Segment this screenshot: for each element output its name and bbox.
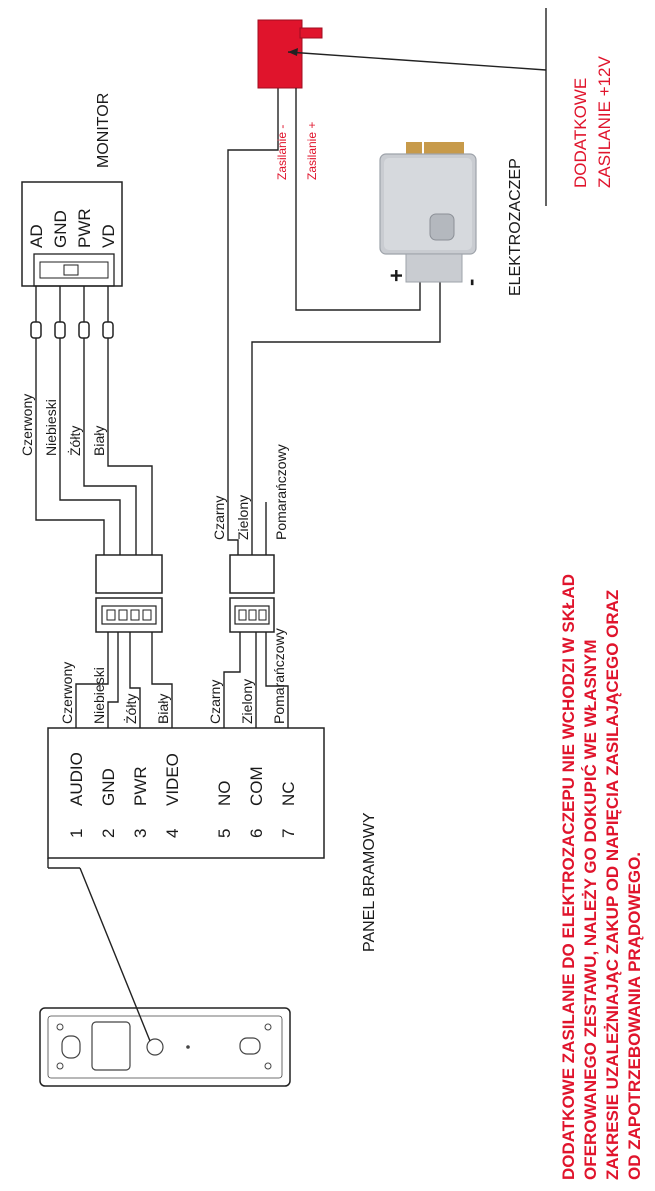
terminal-6-name: COM (247, 766, 266, 806)
terminal-4-name: VIDEO (163, 753, 182, 806)
panel-wire-5-label: Czarny (207, 680, 223, 724)
note-line-2: OFEROWANEGO ZESTAWU, NALEŻY GO DOKUPIĆ W… (581, 639, 600, 1180)
terminal-5-num: 5 (215, 829, 234, 838)
connector-3pin (229, 554, 275, 633)
lock-wire-1-label: Czarny (211, 496, 227, 540)
note-line-4: OD ZAPOTRZEBOWANIA PRĄDOWEGO. (625, 852, 644, 1180)
lock-wires (227, 88, 441, 555)
monitor-pin-3: PWR (75, 208, 94, 248)
connector-4pin (95, 554, 163, 633)
panel-wire-3-label: Żółty (122, 694, 139, 724)
lock-plus-sign: + (384, 269, 409, 282)
gate-panel-device (39, 867, 291, 1087)
power-title-line2: ZASILANIE +12V (595, 56, 614, 188)
terminal-7-num: 7 (279, 829, 298, 838)
note-line-3: ZAKRESIE UZALEŻNIAJĄC ZAKUP OD NAPIĘCIA … (603, 590, 622, 1180)
power-note: DODATKOWE ZASILANIE DO ELEKTROZACZEPU NI… (559, 574, 644, 1180)
monitor-wire-1-label: Czerwony (19, 394, 35, 456)
panel-terminal-labels: 1 2 3 4 5 6 7 AUDIO GND PWR VIDEO NO COM… (67, 752, 298, 838)
note-line-1: DODATKOWE ZASILANIE DO ELEKTROZACZEPU NI… (559, 574, 578, 1180)
monitor-wire-4-label: Biały (91, 426, 107, 456)
panel-title: PANEL BRAMOWY (361, 812, 378, 952)
terminal-3-num: 3 (131, 829, 150, 838)
monitor-block (21, 181, 123, 339)
power-title-line1: DODATKOWE (571, 78, 590, 188)
monitor-pin-labels: AD GND PWR VD (27, 208, 118, 248)
panel-wire-1-label: Czerwony (59, 662, 75, 724)
lock-title: ELEKTROZACZEP (507, 158, 524, 296)
monitor-title: MONITOR (95, 93, 112, 168)
power-plus-label: Zasilanie + (305, 122, 319, 180)
terminal-3-name: PWR (131, 766, 150, 806)
lock-minus-sign: - (458, 279, 483, 286)
monitor-wire-labels: Czerwony Niebieski Żółty Biały (19, 394, 107, 456)
power-minus-label: Zasilanie - (275, 125, 289, 180)
panel-wire-7-label: Pomarańczowy (271, 628, 287, 724)
panel-wire-4-label: Biały (155, 694, 171, 724)
terminal-7-name: NC (279, 781, 298, 806)
monitor-wires (35, 338, 153, 555)
monitor-pin-1: AD (27, 224, 46, 248)
monitor-wire-3-label: Żółty (66, 426, 83, 456)
terminal-1-num: 1 (67, 829, 86, 838)
panel-wire-6-label: Zielony (239, 679, 255, 724)
terminal-1-name: AUDIO (67, 752, 86, 806)
lock-wire-3-label: Pomarańczowy (273, 444, 289, 540)
terminal-2-num: 2 (99, 829, 118, 838)
terminal-2-name: GND (99, 768, 118, 806)
electric-lock (379, 142, 477, 283)
lock-wire-labels: Czarny Zielony Pomarańczowy (211, 444, 289, 540)
power-supply-connector (257, 8, 547, 311)
monitor-pin-2: GND (51, 210, 70, 248)
lock-wire-2-label: Zielony (235, 495, 251, 540)
monitor-pin-4: VD (99, 224, 118, 248)
monitor-wire-2-label: Niebieski (43, 399, 59, 456)
panel-wires (75, 632, 289, 728)
panel-terminal-block (47, 727, 325, 869)
panel-wire-2-label: Niebieski (91, 667, 107, 724)
panel-wire-labels: Czerwony Niebieski Żółty Biały Czarny Zi… (59, 628, 287, 724)
terminal-6-num: 6 (247, 829, 266, 838)
terminal-5-name: NO (215, 781, 234, 807)
terminal-4-num: 4 (163, 829, 182, 838)
